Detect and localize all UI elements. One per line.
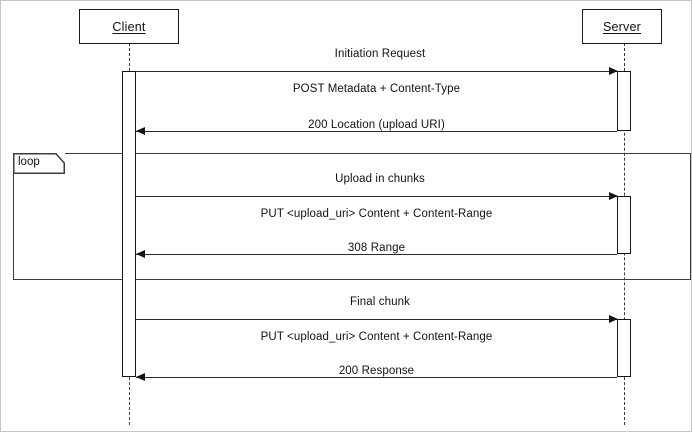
message-label-put-final-chunk: PUT <upload_uri> Content + Content-Range: [260, 331, 493, 343]
fragment-loop[interactable]: [13, 153, 691, 280]
activation-server-chunk[interactable]: [617, 196, 631, 254]
message-label-put-chunk: PUT <upload_uri> Content + Content-Range: [260, 208, 493, 220]
message-arrowhead-200-response: [136, 373, 145, 381]
message-line-put-final-chunk[interactable]: [136, 319, 617, 320]
message-arrowhead-308-range: [136, 250, 145, 258]
fragment-loop-label: loop: [18, 156, 40, 168]
fragment-tab-pentagon-icon: [13, 153, 65, 174]
message-line-308-range[interactable]: [136, 254, 617, 255]
message-label-final-chunk: Final chunk: [350, 296, 410, 308]
message-line-200-location[interactable]: [136, 131, 617, 132]
participant-client[interactable]: Client: [79, 9, 179, 44]
fragment-loop-tab: loop: [13, 153, 65, 174]
message-label-308-range: 308 Range: [347, 242, 406, 254]
message-arrowhead-put-final-chunk: [609, 315, 618, 323]
activation-server-initiation[interactable]: [617, 71, 631, 131]
message-label-post-metadata: POST Metadata + Content-Type: [292, 83, 461, 95]
participant-client-label: Client: [112, 19, 146, 34]
message-line-post-metadata[interactable]: [136, 71, 617, 72]
participant-server-label: Server: [602, 19, 642, 34]
message-label-initiation-request: Initiation Request: [334, 48, 426, 60]
message-label-200-response: 200 Response: [338, 365, 415, 377]
message-label-upload-in-chunks: Upload in chunks: [335, 173, 425, 185]
activation-client[interactable]: [122, 71, 136, 377]
message-line-200-response[interactable]: [136, 377, 617, 378]
activation-server-final[interactable]: [617, 319, 631, 377]
message-arrowhead-put-chunk: [609, 192, 618, 200]
message-line-put-chunk[interactable]: [136, 196, 617, 197]
message-label-200-location: 200 Location (upload URI): [308, 119, 445, 131]
participant-server[interactable]: Server: [582, 9, 662, 44]
message-arrowhead-200-location: [136, 127, 145, 135]
message-arrowhead-post-metadata: [609, 67, 618, 75]
